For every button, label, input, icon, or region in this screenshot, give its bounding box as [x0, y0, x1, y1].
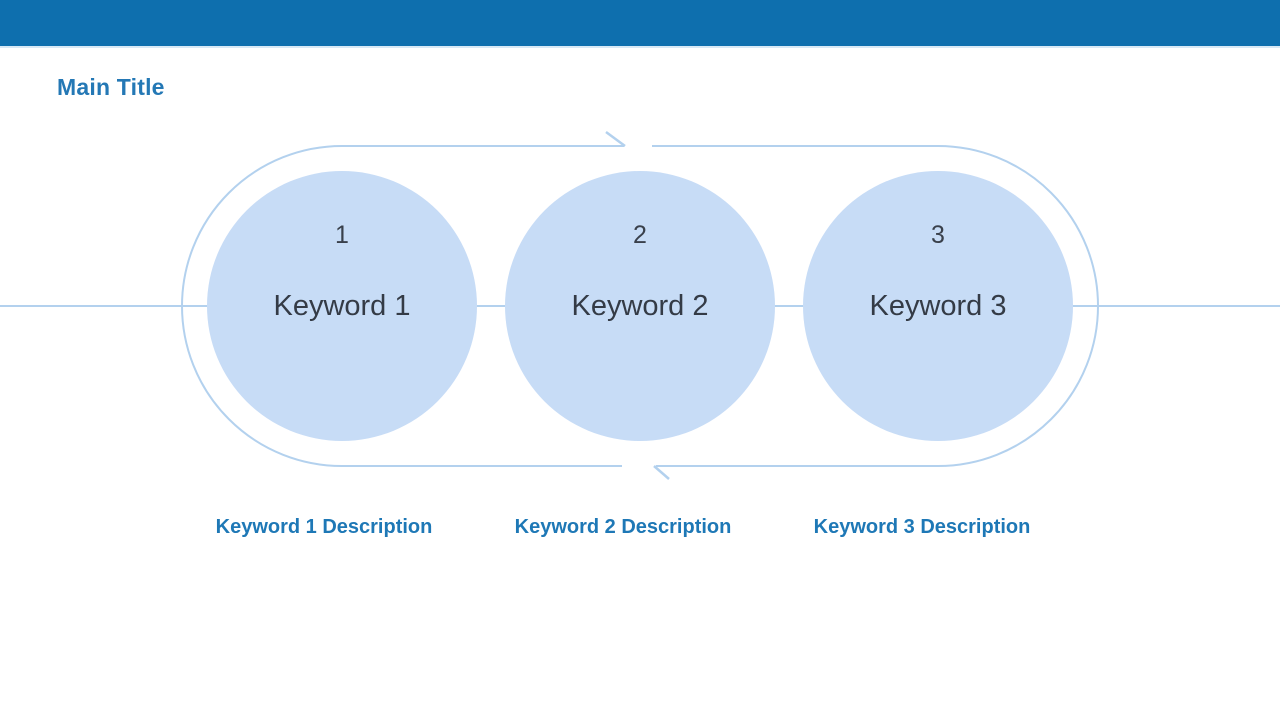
- step-number: 3: [931, 221, 945, 249]
- loop-outline-right: [652, 145, 1099, 467]
- step-keyword: Keyword 3: [869, 290, 1007, 322]
- step-circle-3: 3 Keyword 3: [803, 171, 1073, 441]
- step-description-2: Keyword 2 Description: [514, 516, 732, 538]
- step-number: 1: [335, 221, 349, 249]
- step-circle-1: 1 Keyword 1: [207, 171, 477, 441]
- arrow-right-icon: [605, 130, 626, 148]
- step-keyword: Keyword 1: [273, 290, 411, 322]
- loop-outline-left: [181, 145, 624, 467]
- step-description-1: Keyword 1 Description: [215, 516, 433, 538]
- step-description-3: Keyword 3 Description: [813, 516, 1031, 538]
- step-circle-2: 2 Keyword 2: [505, 171, 775, 441]
- page-title: Main Title: [57, 74, 165, 100]
- header-bar: [0, 0, 1280, 48]
- arrow-left-icon: [653, 465, 670, 480]
- step-number: 2: [633, 221, 647, 249]
- step-keyword: Keyword 2: [571, 290, 709, 322]
